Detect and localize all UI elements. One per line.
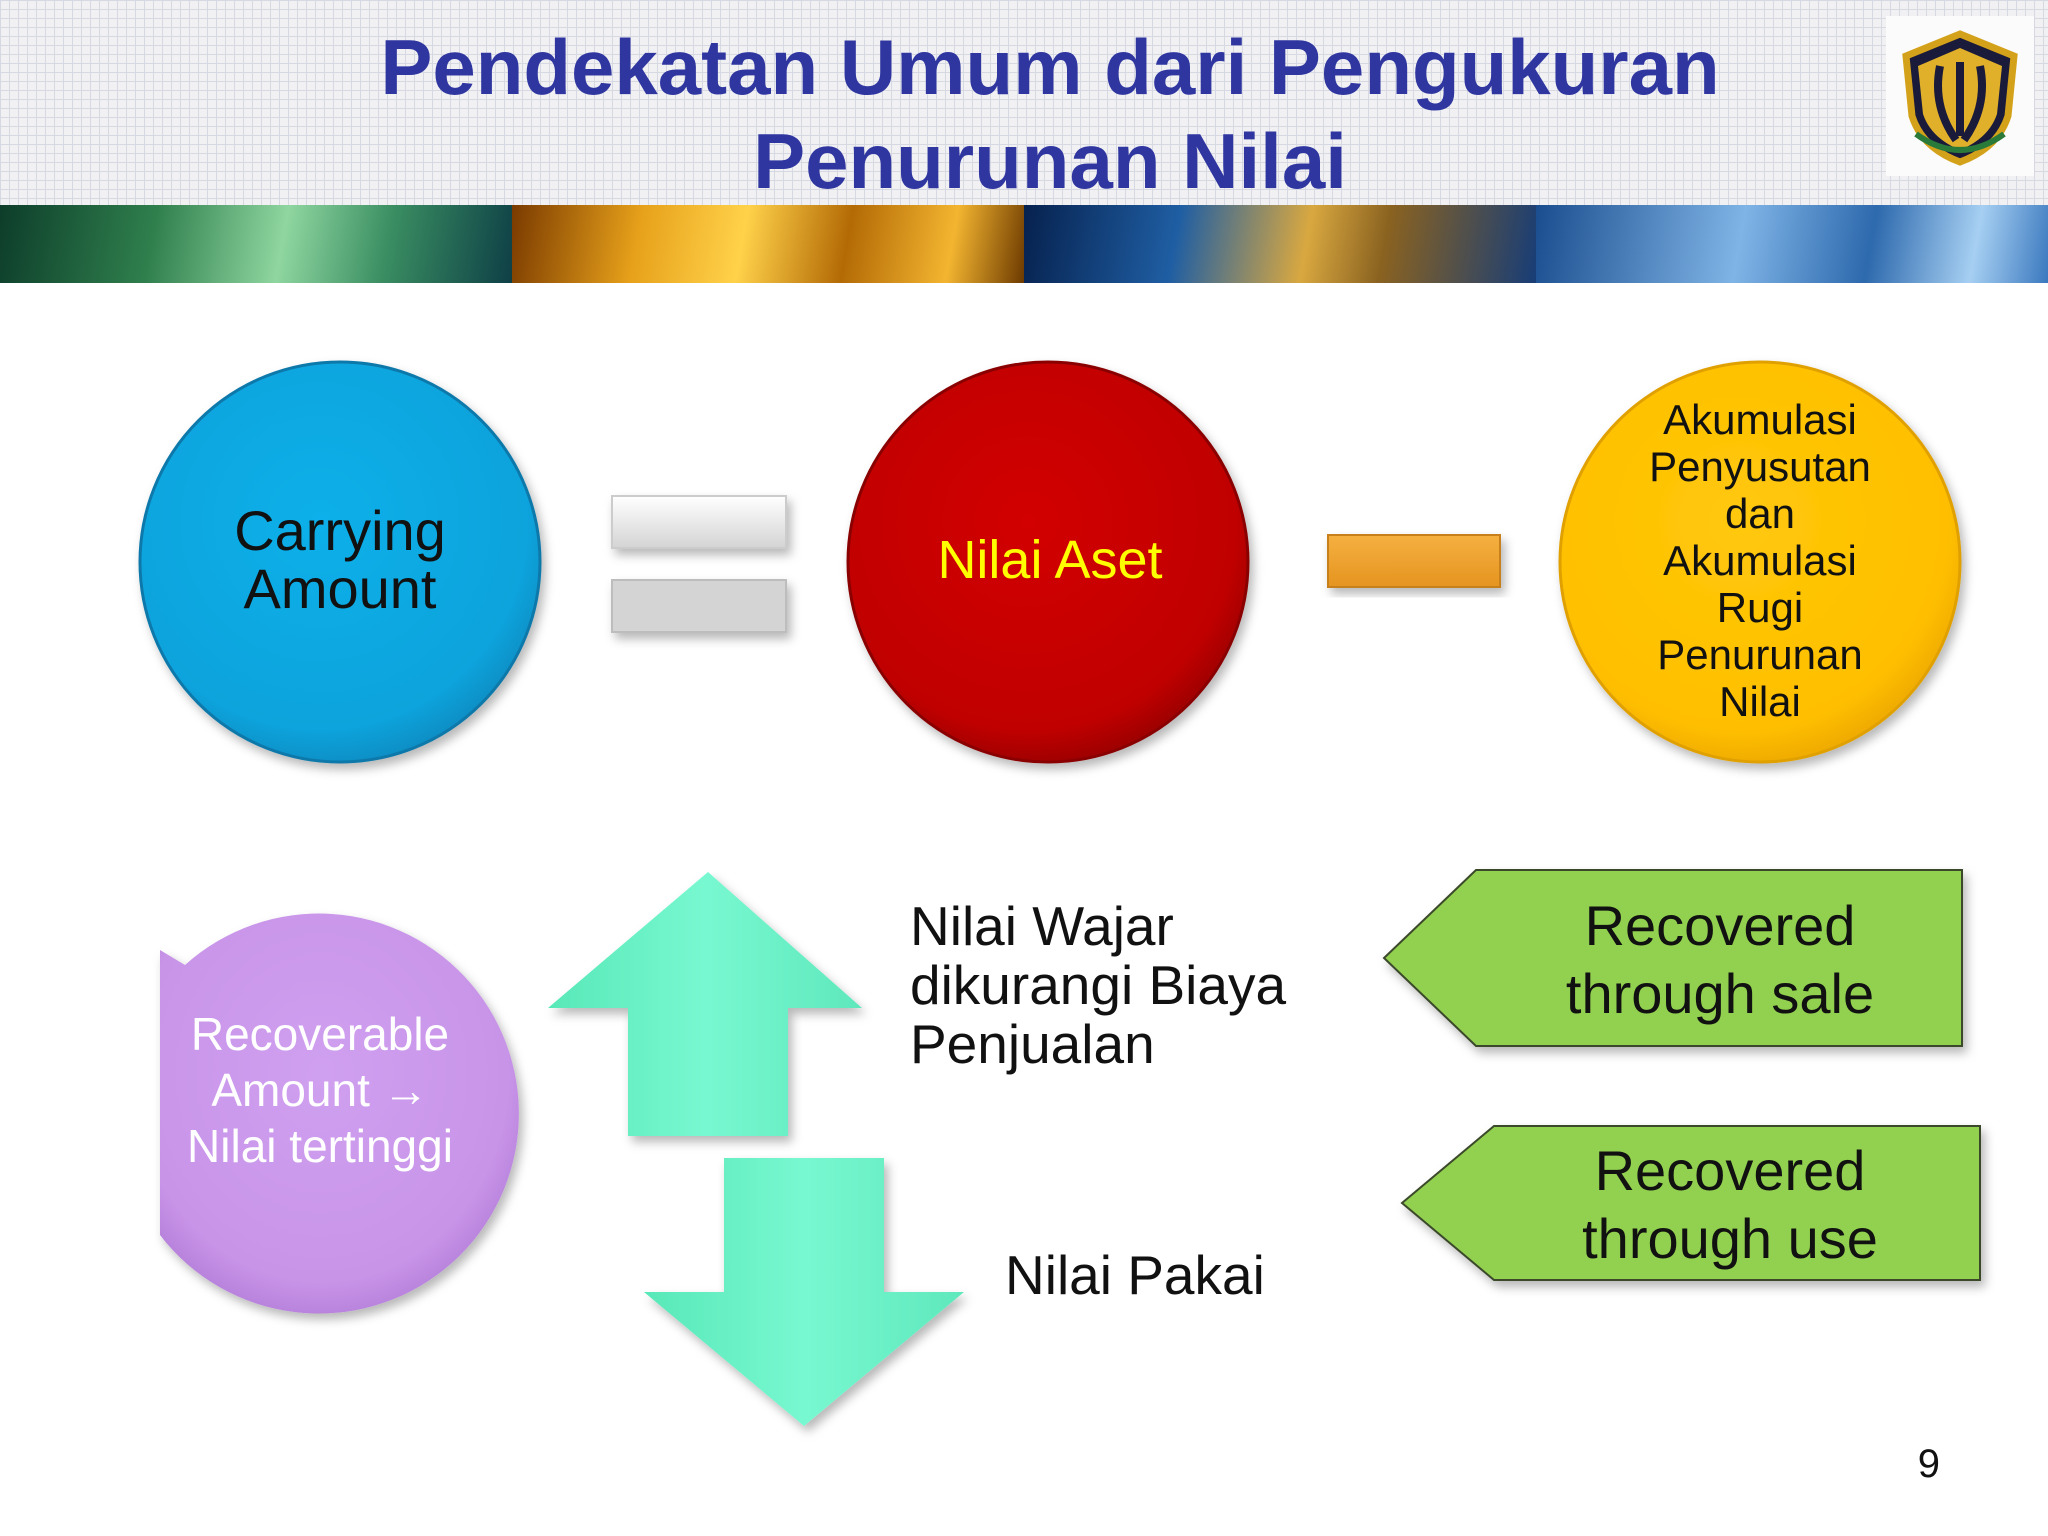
banner-photo-1 — [0, 205, 512, 283]
akumulasi-circle — [1558, 360, 1962, 764]
page-number: 9 — [1917, 1442, 1940, 1486]
arrow-up-icon — [548, 872, 862, 1136]
title-line-2: Penurunan Nilai — [753, 117, 1347, 205]
nilai-aset-circle — [846, 360, 1250, 764]
nilai-wajar-label: Nilai Wajar dikurangi Biaya Penjualan — [910, 894, 1287, 1075]
slide-title: Pendekatan Umum dari Pengukuran Penuruna… — [250, 20, 1850, 208]
recoverable-amount-shape — [160, 913, 519, 1314]
banner-photo-4 — [1536, 205, 2048, 283]
nilai-aset-label: Nilai Aset — [937, 530, 1163, 590]
arrow-down-icon — [644, 1158, 964, 1426]
minus-sign-icon — [1327, 534, 1501, 588]
ministry-logo — [1886, 16, 2034, 176]
photo-banner — [0, 205, 2048, 283]
akumulasi-label: Akumulasi Penyusutan dan Akumulasi Rugi … — [1649, 395, 1871, 725]
title-line-1: Pendekatan Umum dari Pengukuran — [380, 23, 1720, 111]
recovered-through-sale-label: Recovered through sale — [1565, 894, 1875, 1025]
carrying-amount-circle — [138, 360, 542, 764]
banner-photo-2 — [512, 205, 1024, 283]
recovered-through-use-label: Recovered through use — [1582, 1139, 1878, 1270]
banner-photo-3 — [1024, 205, 1536, 283]
recoverable-amount-label: Recoverable Amount → Nilai tertinggi — [187, 1008, 453, 1172]
recovered-through-use-shape — [1400, 1125, 1981, 1281]
slide-header — [0, 0, 2048, 205]
carrying-amount-label: Carrying Amount — [234, 499, 446, 620]
nilai-pakai-label: Nilai Pakai — [1005, 1244, 1265, 1306]
emblem-icon — [1902, 30, 2018, 166]
recovered-through-sale-shape — [1382, 869, 1963, 1047]
equals-sign-icon — [611, 495, 787, 633]
